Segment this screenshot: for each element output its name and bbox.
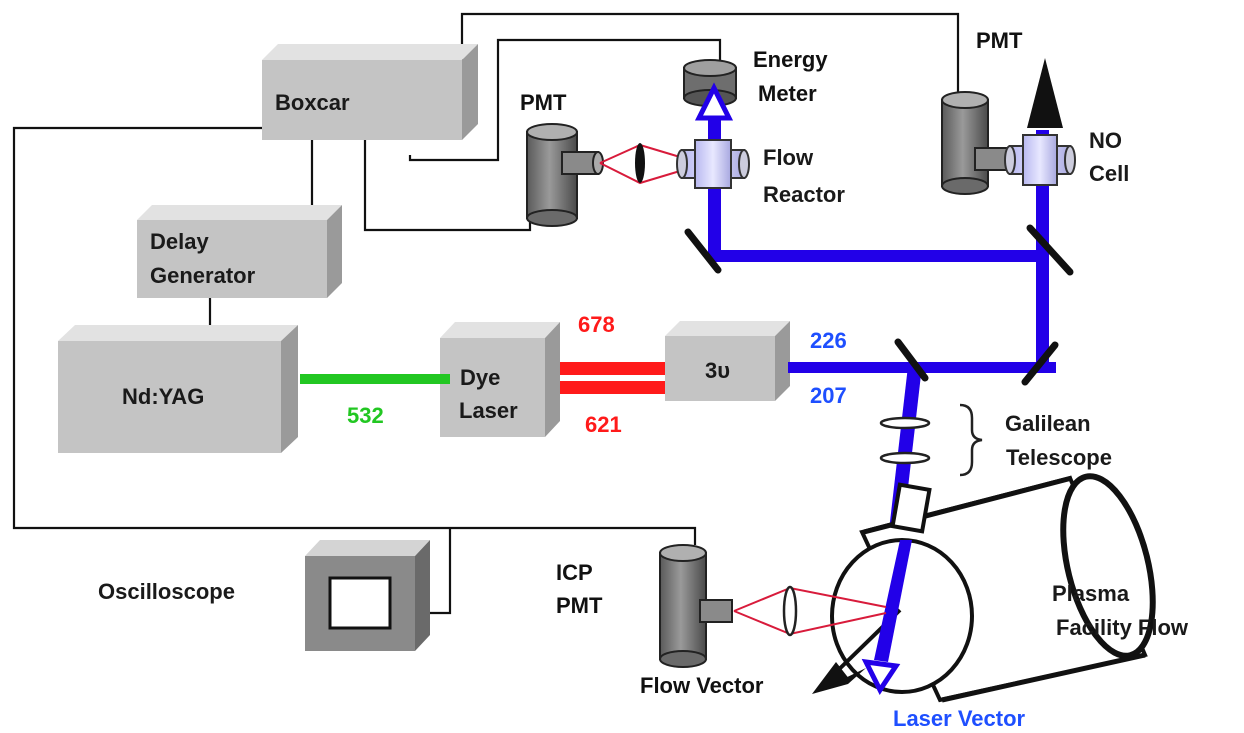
- no-cell-label-line1: NO: [1089, 128, 1122, 153]
- flow-reactor-label-line1: Flow: [763, 145, 814, 170]
- icp-collection-optics: [733, 585, 887, 637]
- wavelength-207: 207: [810, 383, 847, 408]
- boxcar-box: Boxcar: [262, 44, 478, 140]
- galilean-telescope: Galilean Telescope: [879, 403, 1112, 477]
- no-cell-label-line2: Cell: [1089, 161, 1129, 186]
- galilean-label-line1: Galilean: [1005, 411, 1091, 436]
- mirror-right-upper: [1026, 224, 1074, 276]
- blue-beam-main: [788, 362, 1056, 373]
- no-cell: NO Cell: [1004, 128, 1129, 186]
- pmt-left: PMT: [520, 90, 604, 227]
- plasma-label-line2: Facility Flow: [1056, 615, 1189, 640]
- flow-reactor-cell: Flow Reactor: [676, 139, 845, 207]
- wavelength-226: 226: [810, 328, 847, 353]
- boxcar-label: Boxcar: [275, 90, 350, 115]
- telescope-brace: [959, 403, 983, 477]
- plasma-facility: Plasma Facility Flow: [830, 473, 1189, 703]
- no-cell-exit-arrow: [1027, 58, 1063, 128]
- red-beam-678: [560, 362, 665, 375]
- icp-pmt: ICP PMT: [556, 544, 733, 668]
- telescope-lens-2: [879, 451, 931, 465]
- tripler-box: 3υ: [665, 321, 790, 401]
- flow-vector-arrow: Flow Vector: [640, 608, 902, 698]
- icp-label-line1: ICP: [556, 560, 593, 585]
- mirror-top-left: [684, 228, 722, 274]
- energy-meter-label-line1: Energy: [753, 47, 828, 72]
- signal-wires: [12, 12, 960, 615]
- green-beam-532: [300, 374, 450, 384]
- wavelength-621: 621: [585, 412, 622, 437]
- tripler-label: 3υ: [705, 358, 730, 383]
- red-beam-621: [560, 381, 665, 394]
- galilean-label-line2: Telescope: [1006, 445, 1112, 470]
- delay-generator-label-line1: Delay: [150, 229, 209, 254]
- energy-meter-label-line2: Meter: [758, 81, 817, 106]
- flow-reactor-label-line2: Reactor: [763, 182, 845, 207]
- delay-generator-label-line2: Generator: [150, 263, 256, 288]
- lens-flow-reactor: [635, 143, 645, 183]
- oscilloscope-label: Oscilloscope: [98, 579, 235, 604]
- mirror-beamsplitter: [894, 338, 929, 382]
- laser-vector-label: Laser Vector: [893, 706, 1026, 731]
- pmt-right-label: PMT: [976, 28, 1023, 53]
- dye-laser-label-line2: Laser: [459, 398, 518, 423]
- oscilloscope: Oscilloscope: [98, 540, 430, 651]
- ndyag-label: Nd:YAG: [122, 384, 204, 409]
- laser-vector-arrow: [861, 658, 901, 695]
- pmt-right: PMT: [941, 28, 1023, 195]
- energy-meter-arrow: [694, 82, 734, 121]
- ndyag-box: Nd:YAG: [58, 325, 298, 453]
- dye-laser-label-line1: Dye: [460, 365, 500, 390]
- wavelength-678: 678: [578, 312, 615, 337]
- entrance-window: [890, 482, 932, 534]
- icp-lens: [782, 585, 798, 637]
- plasma-label-line1: Plasma: [1052, 581, 1130, 606]
- icp-label-line2: PMT: [556, 593, 603, 618]
- flow-vector-label: Flow Vector: [640, 673, 764, 698]
- mirror-right-lower: [1021, 341, 1059, 386]
- energy-meter: Energy Meter: [683, 47, 828, 107]
- dye-laser-box: Dye Laser: [440, 322, 560, 437]
- mirrors: [684, 224, 1074, 386]
- delay-generator-box: Delay Generator: [137, 205, 342, 298]
- wavelength-532: 532: [347, 403, 384, 428]
- flow-reactor-optics: [599, 143, 691, 185]
- pmt-left-label: PMT: [520, 90, 567, 115]
- telescope-lens-1: [879, 416, 931, 430]
